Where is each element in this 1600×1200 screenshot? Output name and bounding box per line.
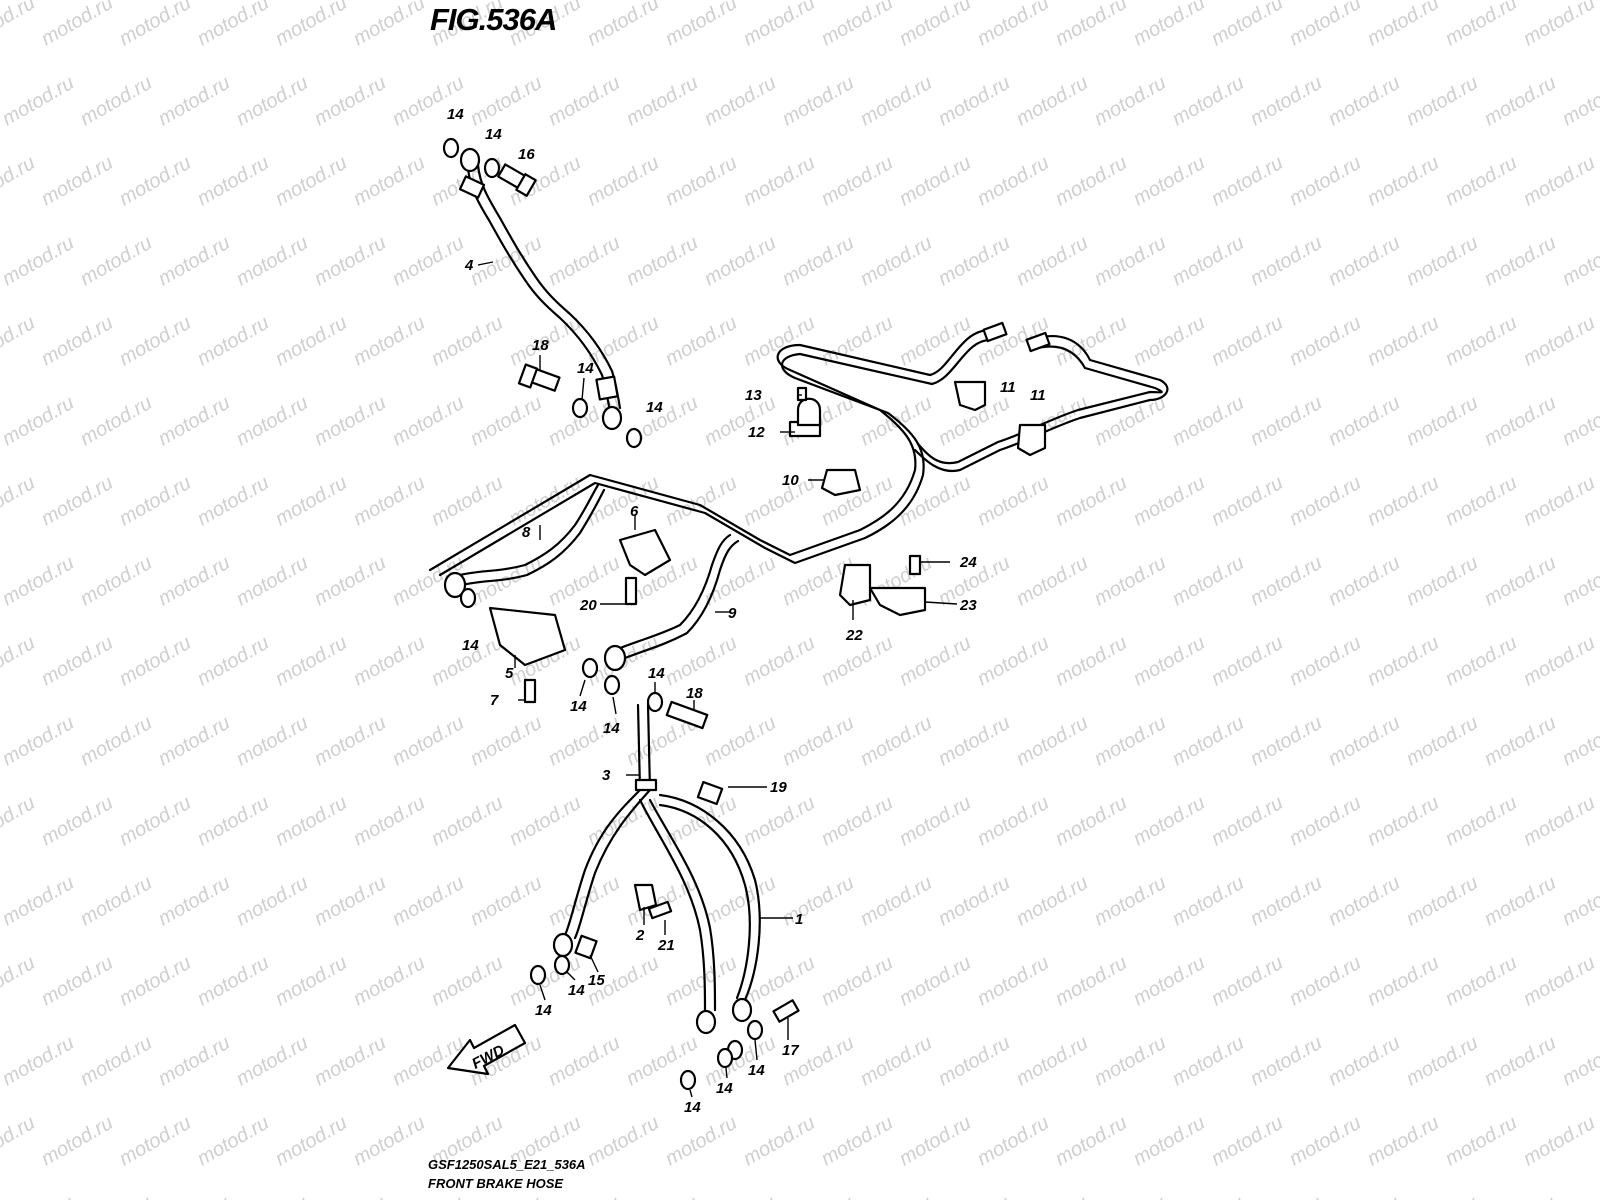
callout-label: 14 <box>462 637 479 654</box>
upper-fittings <box>442 137 643 449</box>
callout-label: 1 <box>795 911 803 928</box>
lower-fittings <box>529 657 800 1091</box>
lower-brake-hoses <box>552 703 761 1035</box>
upper-brake-hose <box>458 147 623 431</box>
callout-label: 22 <box>845 627 863 644</box>
callout-label: 14 <box>603 720 620 737</box>
callout-label: 14 <box>716 1080 733 1097</box>
callout-label: 14 <box>570 698 587 715</box>
diagram-caption: FRONT BRAKE HOSE <box>428 1176 564 1191</box>
callout-label: 14 <box>577 360 594 377</box>
callout-label: 8 <box>522 524 531 541</box>
callout-label: 17 <box>782 1042 799 1059</box>
callout-label: 18 <box>532 337 549 354</box>
callout-label: 6 <box>630 503 639 520</box>
callout-label: 11 <box>1030 387 1046 404</box>
callout-label: 9 <box>728 605 737 622</box>
callout-label: 13 <box>745 387 762 404</box>
callout-label: 16 <box>518 146 535 163</box>
callout-label: 14 <box>485 126 502 143</box>
fwd-arrow: FWD <box>446 1023 527 1076</box>
callout-label: 14 <box>748 1062 765 1079</box>
callout-label: 14 <box>535 1002 552 1019</box>
callout-label: 19 <box>770 779 787 796</box>
callout-label: 21 <box>657 937 675 954</box>
callout-label: 7 <box>490 692 499 709</box>
leader-lines <box>477 261 958 1098</box>
callout-labels: 14 14 16 4 18 14 14 13 12 11 11 10 8 6 2… <box>447 106 1046 1116</box>
callout-label: 18 <box>686 685 703 702</box>
hoses-8-9 <box>443 483 740 672</box>
callout-label: 5 <box>505 665 514 682</box>
callout-label: 3 <box>602 767 611 784</box>
callout-label: 14 <box>684 1099 701 1116</box>
pipe-clamps <box>788 380 1047 617</box>
callout-label: 14 <box>568 982 585 999</box>
callout-label: 14 <box>447 106 464 123</box>
brake-pipe-assembly <box>428 321 1169 577</box>
callout-label: 24 <box>959 554 977 571</box>
callout-label: 2 <box>635 927 645 944</box>
callout-label: 12 <box>748 424 765 441</box>
callout-label: 10 <box>782 472 799 489</box>
callout-label: 14 <box>648 665 665 682</box>
junction-block-parts <box>459 528 672 704</box>
callout-label: 4 <box>464 257 474 274</box>
callout-label: 20 <box>579 597 597 614</box>
model-code: GSF1250SAL5_E21_536A <box>428 1157 586 1172</box>
callout-label: 14 <box>646 399 663 416</box>
callout-label: 15 <box>588 972 605 989</box>
figure-title: FIG.536A <box>430 2 557 37</box>
callout-label: 23 <box>959 597 977 614</box>
callout-label: 11 <box>1000 379 1016 396</box>
